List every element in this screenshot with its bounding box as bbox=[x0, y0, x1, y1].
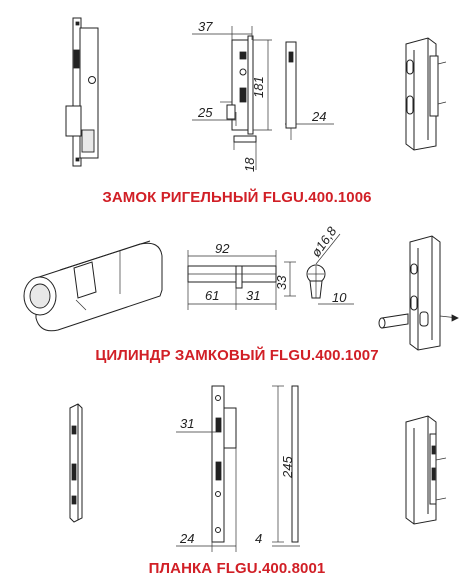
strike-small-view bbox=[69, 403, 83, 523]
strike-title: ПЛАНКА FLGU.400.8001 bbox=[148, 560, 326, 577]
dim-strike-length: 245 bbox=[280, 456, 295, 479]
dim-lock-backset: 37 bbox=[198, 19, 213, 34]
lock-side-view bbox=[220, 35, 254, 135]
dim-strike-thickness: 4 bbox=[255, 531, 262, 546]
cylinder-dimension-lines bbox=[187, 250, 354, 310]
cylinder-front-view bbox=[306, 233, 341, 299]
lock-front-view bbox=[65, 17, 99, 167]
dim-cylinder-height: 33 bbox=[274, 275, 289, 290]
strike-installed-3d bbox=[405, 415, 447, 525]
cylinder-side-view bbox=[187, 265, 277, 296]
cylinder-3d-view bbox=[23, 240, 163, 332]
strike-dimension-lines bbox=[176, 385, 300, 552]
dim-cylinder-length: 92 bbox=[215, 241, 230, 256]
cylinder-title: ЦИЛИНДР ЗАМКОВЫЙ FLGU.400.1007 bbox=[95, 347, 379, 364]
lock-bolt-view bbox=[233, 135, 257, 170]
strike-front-view bbox=[211, 385, 237, 543]
lock-installed-3d bbox=[405, 37, 447, 151]
dim-strike-width: 24 bbox=[179, 531, 194, 546]
dim-cylinder-right: 31 bbox=[246, 288, 260, 303]
lock-dimension-lines bbox=[192, 26, 334, 131]
dim-cylinder-cam: 10 bbox=[332, 290, 347, 305]
dim-lock-offset: 25 bbox=[197, 105, 213, 120]
dim-strike-offset: 31 bbox=[180, 416, 194, 431]
dim-lock-height: 181 bbox=[251, 76, 266, 98]
lock-edge-view bbox=[285, 41, 297, 140]
strike-edge-view bbox=[291, 385, 299, 543]
dim-cylinder-left: 61 bbox=[205, 288, 219, 303]
dim-lock-bolt: 18 bbox=[242, 157, 257, 172]
cylinder-installed-3d bbox=[378, 235, 459, 351]
dim-cylinder-diameter: ø16,8 bbox=[308, 223, 340, 259]
dim-lock-depth: 24 bbox=[311, 109, 326, 124]
lock-title: ЗАМОК РИГЕЛЬНЫЙ FLGU.400.1006 bbox=[102, 189, 372, 206]
